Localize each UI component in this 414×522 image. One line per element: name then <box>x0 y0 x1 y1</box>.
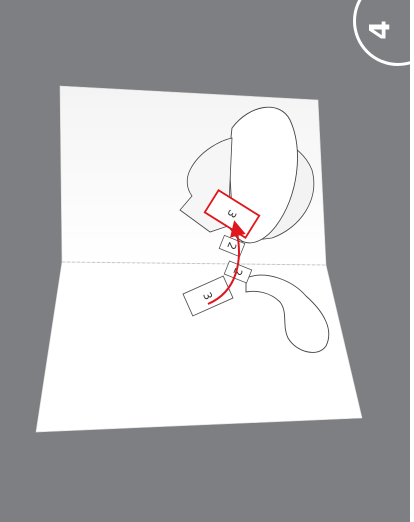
step-number: 4 <box>360 10 400 50</box>
